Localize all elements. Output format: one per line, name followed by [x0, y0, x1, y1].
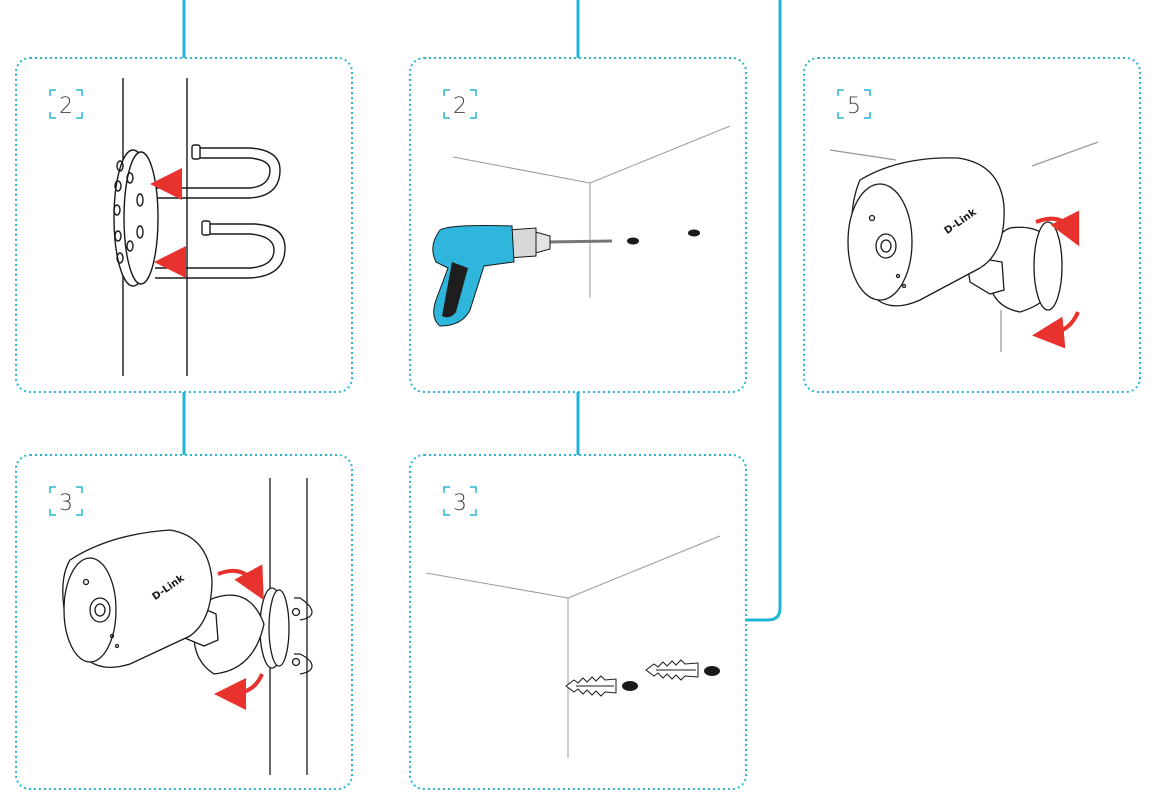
panel-frame-5 — [803, 57, 1141, 393]
step-label-group-3b: 3 — [443, 486, 477, 516]
step-number-2: 2 — [453, 94, 467, 119]
step-label-group-3a: 3 — [49, 486, 83, 516]
drill-hole — [688, 229, 700, 237]
panel-frame-2 — [409, 57, 747, 393]
drill-hole — [622, 681, 638, 691]
wall-corner — [425, 535, 721, 758]
cable-tie-icon — [155, 147, 281, 199]
wall-corner — [452, 125, 731, 298]
camera-icon: D-Link — [847, 157, 1005, 307]
cable-tie-icon — [155, 223, 286, 279]
drill-icon — [432, 225, 613, 327]
step-number-1: 2 — [59, 94, 73, 119]
anchor-plug-icon — [565, 675, 617, 697]
drill-hole — [704, 666, 720, 676]
connector-lines — [182, 0, 782, 622]
step-number-5: 5 — [847, 94, 861, 119]
rotate-arrow-icon — [1032, 311, 1080, 349]
bracket-icon — [49, 89, 83, 119]
mounting-bracket-icon — [113, 149, 159, 287]
rotate-arrow-icon — [214, 673, 264, 710]
panel-drill-holes — [432, 125, 731, 327]
step-label-group-1: 2 — [49, 89, 83, 119]
bracket-icon — [49, 486, 83, 516]
step-number-3b: 3 — [453, 491, 467, 516]
panel-pole-mount-camera: D-Link — [62, 478, 313, 775]
drill-hole — [627, 237, 639, 245]
bracket-icon — [443, 89, 477, 119]
panel-frame-3b — [409, 454, 747, 790]
panel-camera-adjust: D-Link — [829, 141, 1099, 352]
panel-frame-1 — [15, 57, 353, 393]
step-label-group-5: 5 — [837, 89, 871, 119]
rotate-arrow-icon — [1035, 210, 1080, 247]
panel-frames — [15, 57, 1141, 790]
mounting-bracket-icon — [259, 587, 301, 669]
anchor-plug-icon — [645, 659, 699, 681]
bracket-icon — [837, 89, 871, 119]
step-number-3a: 3 — [59, 491, 73, 516]
camera-icon: D-Link — [62, 529, 213, 668]
mounting-bracket-icon — [987, 221, 1063, 313]
panel-pole-mount-straps — [113, 78, 286, 376]
bracket-icon — [443, 486, 477, 516]
rotate-arrow-icon — [217, 564, 264, 601]
panel-frame-3a — [15, 454, 353, 790]
step-label-group-2: 2 — [443, 89, 477, 119]
panel-wall-anchors — [425, 535, 721, 758]
